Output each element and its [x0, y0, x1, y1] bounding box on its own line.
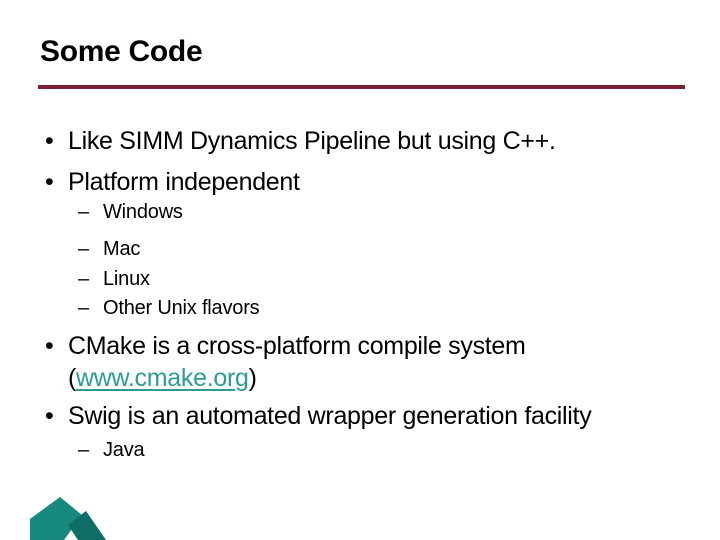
dash-icon: – [78, 297, 89, 319]
dash-icon: – [78, 439, 89, 461]
sub-bullet-text: Windows [103, 201, 183, 223]
dash-icon: – [78, 201, 89, 223]
bullet-icon: • [45, 332, 54, 360]
sub-bullet-item-java: – Java [78, 438, 145, 462]
bullet-item-simm: • Like SIMM Dynamics Pipeline but using … [45, 125, 556, 157]
bullet-text: Swig is an automated wrapper generation … [68, 402, 592, 430]
teal-corner-logo-icon [30, 497, 106, 540]
sub-bullet-item-mac: – Mac [78, 237, 140, 261]
title-divider-rule [38, 85, 685, 89]
bullet-icon: • [45, 402, 54, 430]
bullet-item-cmake: • CMake is a cross-platform compile syst… [45, 330, 526, 394]
bullet-item-swig: • Swig is an automated wrapper generatio… [45, 400, 592, 432]
bullet-item-platform: • Platform independent [45, 166, 300, 198]
sub-bullet-text: Mac [103, 238, 141, 260]
sub-bullet-item-other-unix: – Other Unix flavors [78, 296, 260, 320]
sub-bullet-item-linux: – Linux [78, 267, 150, 291]
dash-icon: – [78, 268, 89, 290]
sub-bullet-text: Java [103, 439, 145, 461]
slide-title: Some Code [40, 35, 203, 68]
bullet-icon: • [45, 168, 54, 196]
sub-bullet-text: Linux [103, 268, 150, 290]
dash-icon: – [78, 238, 89, 260]
sub-bullet-item-windows: – Windows [78, 200, 183, 224]
cmake-line1: CMake is a cross-platform compile system [68, 332, 526, 360]
bullet-icon: • [45, 127, 54, 155]
open-paren: ( [68, 364, 77, 392]
sub-bullet-text: Other Unix flavors [103, 297, 260, 319]
close-paren: ) [248, 364, 257, 392]
cmake-org-link[interactable]: www.cmake.org [76, 364, 249, 392]
bullet-text: Like SIMM Dynamics Pipeline but using C+… [68, 127, 556, 155]
bullet-text: CMake is a cross-platform compile system… [68, 330, 526, 394]
bullet-text: Platform independent [68, 168, 300, 196]
